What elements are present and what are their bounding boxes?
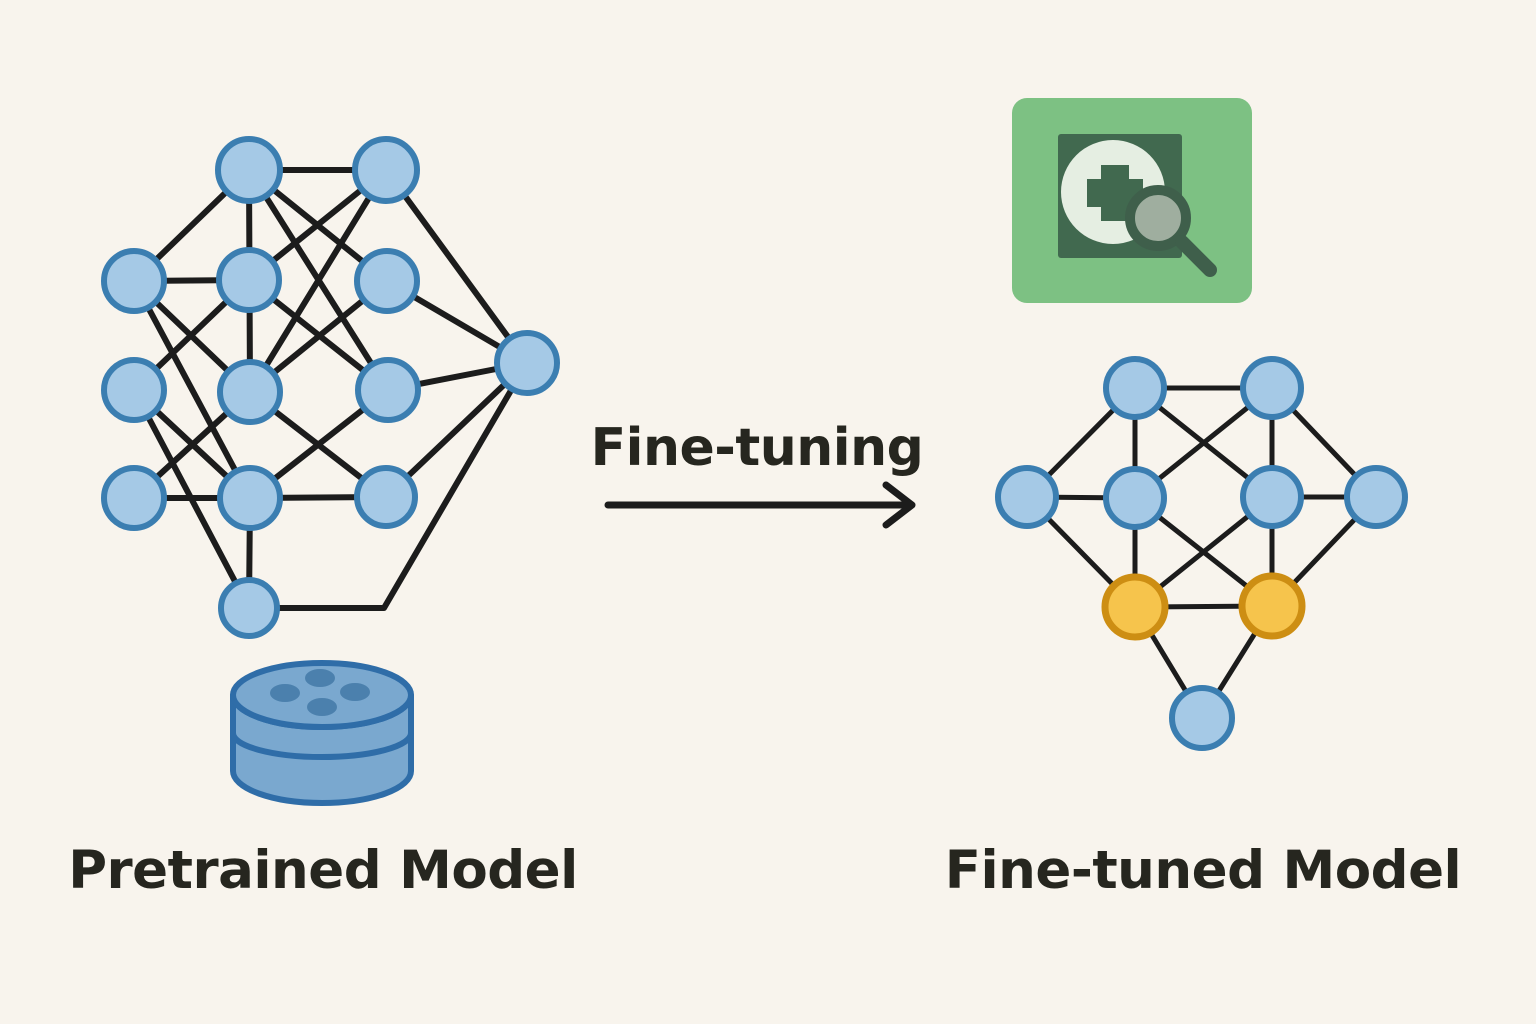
network-node: [352, 136, 420, 204]
cylinder-band: [230, 732, 414, 760]
cylinder-top: [230, 660, 414, 730]
magnifier-lens: [1125, 185, 1191, 251]
network-node: [215, 136, 283, 204]
cylinder-dot: [340, 683, 370, 701]
network-edge: [246, 360, 530, 611]
network-node: [354, 465, 418, 529]
network-node: [1344, 465, 1408, 529]
fine-tuning-label: Fine-tuning: [590, 418, 924, 478]
finetuned-network: [995, 356, 1408, 751]
magnifier-handle: [1175, 235, 1217, 277]
network-node: [354, 248, 420, 314]
network-node: [1240, 356, 1304, 420]
network-node: [101, 248, 167, 314]
network-node: [355, 357, 421, 423]
fine-tuning-arrow: [604, 481, 916, 529]
cylinder-dot: [270, 684, 300, 702]
magnifier-icon: [1125, 185, 1217, 277]
network-edge: [247, 167, 389, 395]
network-node: [1240, 465, 1304, 529]
network-edge: [131, 278, 253, 501]
medical-search-icon: [1012, 98, 1252, 303]
network-node: [216, 247, 282, 313]
cylinder-dot: [305, 669, 335, 687]
database-cylinder-icon: [230, 660, 414, 806]
network-node: [101, 357, 167, 423]
network-node: [1103, 356, 1167, 420]
network-node: [995, 465, 1059, 529]
network-node: [217, 465, 283, 531]
pretrained-model-label: Pretrained Model: [68, 840, 578, 901]
network-node: [494, 330, 560, 396]
network-node-tuned: [1101, 573, 1169, 641]
network-node-tuned: [1238, 572, 1306, 640]
network-node: [218, 577, 280, 639]
cylinder-dot: [307, 698, 337, 716]
network-node: [1169, 685, 1235, 751]
network-node: [1103, 466, 1167, 530]
finetuned-model-label: Fine-tuned Model: [944, 840, 1462, 901]
network-edge: [131, 387, 252, 611]
network-node: [101, 465, 167, 531]
network-edge: [383, 167, 530, 366]
pretrained-network: [101, 136, 560, 639]
network-node: [217, 359, 283, 425]
